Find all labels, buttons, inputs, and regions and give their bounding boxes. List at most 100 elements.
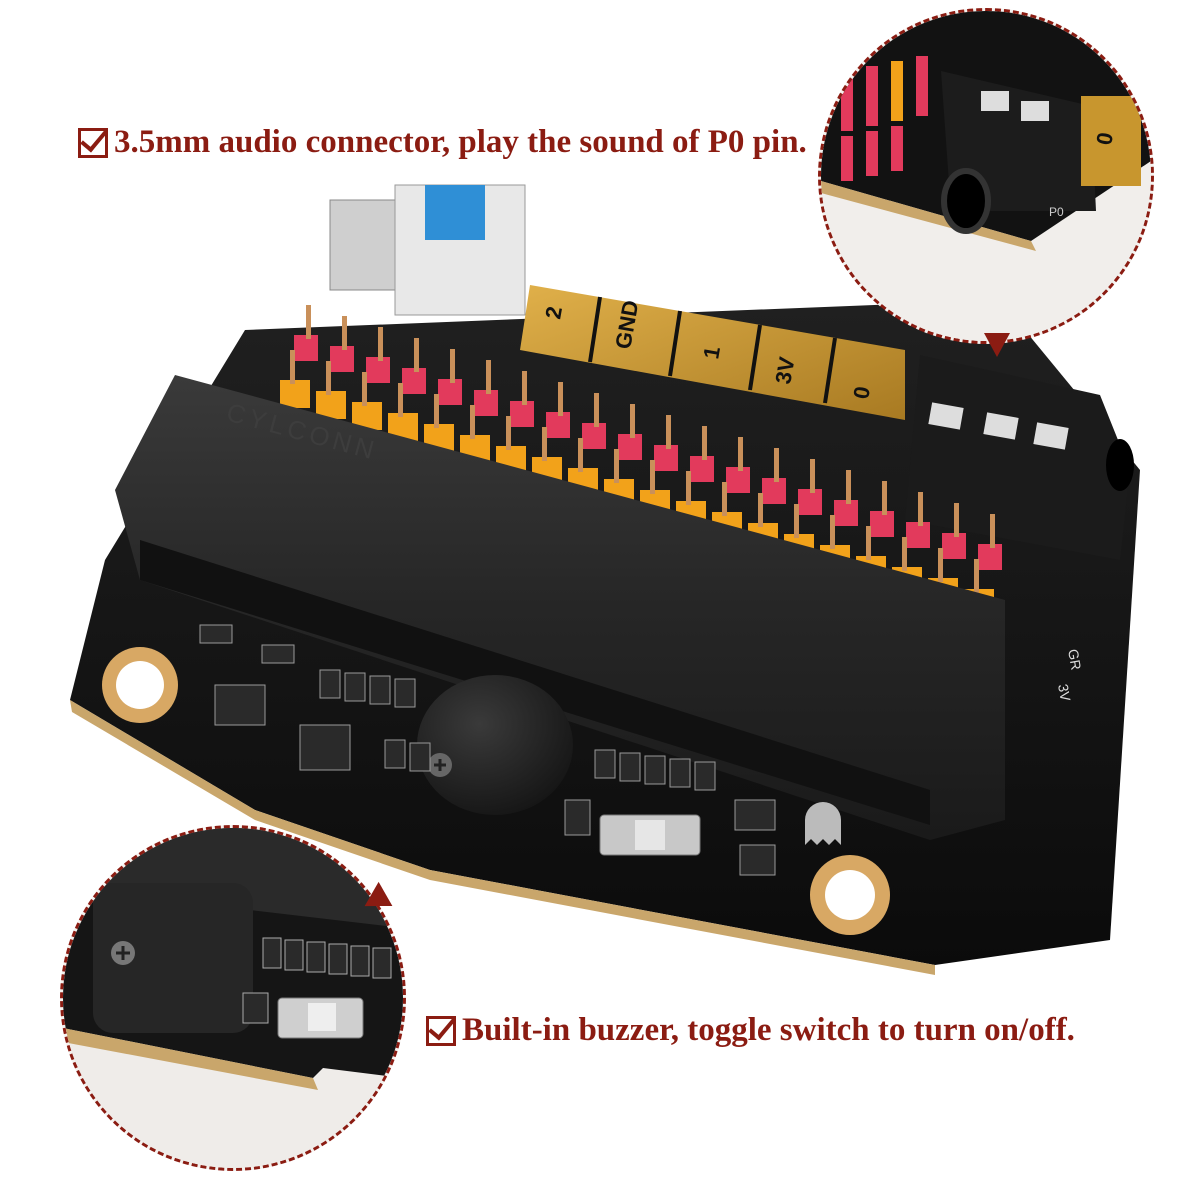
header-pin — [990, 514, 995, 548]
header-pin — [614, 449, 619, 483]
header-pin — [686, 471, 691, 505]
header-pin — [506, 416, 511, 450]
header-pin — [974, 559, 979, 593]
pin-base-yellow — [820, 545, 850, 573]
header-pin — [938, 548, 943, 582]
usb-connector — [329, 199, 401, 291]
pin-base-red — [330, 346, 354, 372]
pin-base-yellow — [676, 501, 706, 529]
header-pin — [306, 305, 311, 339]
pin-headers — [280, 305, 1002, 617]
pin-base-red — [906, 522, 930, 548]
header-pin — [290, 350, 295, 384]
gold-pads — [520, 285, 905, 420]
header-pin — [558, 382, 563, 416]
pin-base-yellow — [460, 435, 490, 463]
zoom-p0-label: P0 — [1049, 205, 1064, 219]
pin-base-red — [690, 456, 714, 482]
pin-base-yellow — [784, 534, 814, 562]
reset-button-housing — [394, 184, 526, 316]
pin-base-yellow — [604, 479, 634, 507]
buzzer-caption-text: Built-in buzzer, toggle switch to turn o… — [462, 1012, 1075, 1048]
zoom-pad-0: 0 — [1091, 130, 1118, 146]
audio-caption: 3.5mm audio connector, play the sound of… — [78, 124, 807, 161]
header-pin — [414, 338, 419, 372]
header-pin — [830, 515, 835, 549]
header-pin — [866, 526, 871, 560]
pin-base-red — [366, 357, 390, 383]
header-pin — [918, 492, 923, 526]
header-pin — [846, 470, 851, 504]
header-pin — [794, 504, 799, 538]
buzzer-zoom-circle — [60, 825, 406, 1171]
pin-base-yellow — [892, 567, 922, 595]
pin-base-yellow — [316, 391, 346, 419]
header-pin — [398, 383, 403, 417]
header-pin — [594, 393, 599, 427]
audio-jack — [905, 355, 1130, 560]
audio-caption-text: 3.5mm audio connector, play the sound of… — [114, 124, 807, 160]
pin-base-red — [582, 423, 606, 449]
side-label-gr: GR — [1065, 648, 1084, 671]
pin-base-red — [834, 500, 858, 526]
brand-label: CYLCONN — [223, 397, 381, 466]
header-pin — [326, 361, 331, 395]
check-box-icon — [426, 1015, 456, 1046]
header-pin — [470, 405, 475, 439]
pin-base-red — [438, 379, 462, 405]
pin-base-red — [942, 533, 966, 559]
pin-base-red — [294, 335, 318, 361]
pin-base-yellow — [532, 457, 562, 485]
side-label-3v: 3V — [1055, 683, 1074, 703]
buzzer — [417, 675, 573, 815]
mounting-hole — [810, 855, 890, 935]
header-pin — [434, 394, 439, 428]
pin-base-yellow — [712, 512, 742, 540]
header-pin — [486, 360, 491, 394]
pin-base-red — [546, 412, 570, 438]
pin-base-yellow — [352, 402, 382, 430]
pin-base-yellow — [748, 523, 778, 551]
buzzer-caption: Built-in buzzer, toggle switch to turn o… — [426, 1012, 1075, 1049]
header-pin — [630, 404, 635, 438]
pin-base-yellow — [424, 424, 454, 452]
pad-label-3v: 3V — [770, 355, 799, 386]
pad-label-1: 1 — [698, 344, 725, 360]
edge-connector — [115, 375, 1005, 840]
header-pin — [882, 481, 887, 515]
audio-zoom-circle: 0 P0 — [818, 8, 1154, 344]
header-pin — [702, 426, 707, 460]
reset-button-cap — [425, 185, 485, 240]
header-pin — [650, 460, 655, 494]
pin-base-red — [474, 390, 498, 416]
logo-icon — [805, 802, 841, 845]
header-pin — [666, 415, 671, 449]
header-pin — [362, 372, 367, 406]
pin-base-red — [762, 478, 786, 504]
pad-label-2: 2 — [540, 304, 567, 320]
pin-base-yellow — [928, 578, 958, 606]
header-pin — [522, 371, 527, 405]
header-pin — [450, 349, 455, 383]
pin-base-yellow — [568, 468, 598, 496]
mounting-hole — [102, 647, 178, 723]
pin-base-red — [870, 511, 894, 537]
header-pin — [810, 459, 815, 493]
pad-label-gnd: GND — [610, 298, 643, 350]
pin-base-red — [798, 489, 822, 515]
check-box-icon — [78, 127, 108, 158]
triangle-down-icon — [984, 333, 1010, 357]
pin-base-red — [402, 368, 426, 394]
pin-base-yellow — [640, 490, 670, 518]
header-pin — [902, 537, 907, 571]
pin-base-yellow — [388, 413, 418, 441]
zoom-buzzer — [93, 883, 253, 1033]
pin-base-red — [654, 445, 678, 471]
header-pin — [758, 493, 763, 527]
header-pin — [774, 448, 779, 482]
pad-label-0: 0 — [848, 384, 875, 400]
pin-base-red — [510, 401, 534, 427]
header-pin — [722, 482, 727, 516]
header-pin — [542, 427, 547, 461]
header-pin — [342, 316, 347, 350]
